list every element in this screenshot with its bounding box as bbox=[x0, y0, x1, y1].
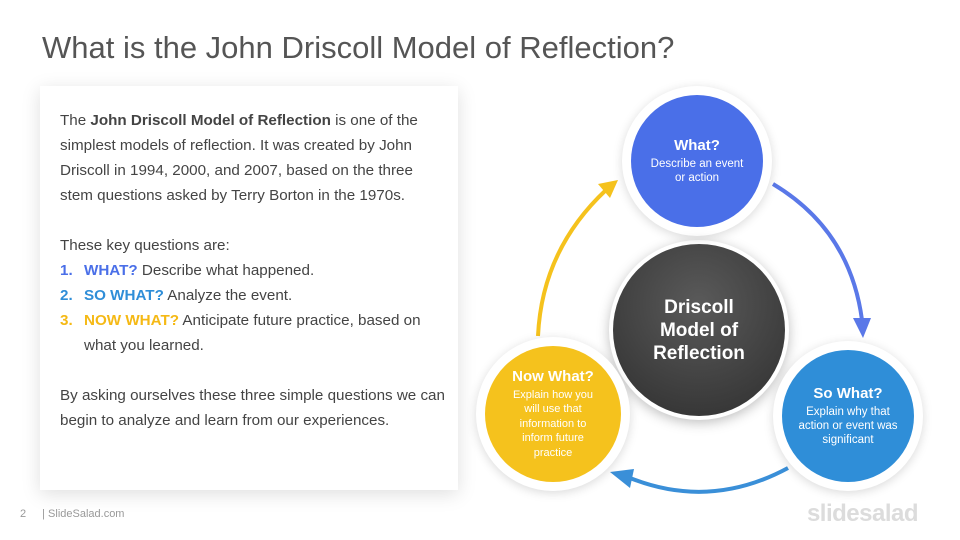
question-label: WHAT? bbox=[84, 262, 138, 279]
closing-paragraph: By asking ourselves these three simple q… bbox=[60, 387, 445, 429]
sowhat-title: So What? bbox=[813, 385, 883, 402]
question-text: Describe what happened. bbox=[137, 262, 315, 279]
question-2: 2. SO WHAT? Analyze the event. bbox=[60, 283, 445, 308]
text-card bbox=[40, 86, 458, 490]
question-1: 1. WHAT? Describe what happened. bbox=[60, 258, 445, 283]
center-title-line3: Reflection bbox=[653, 342, 745, 364]
nowhat-title: Now What? bbox=[512, 367, 594, 385]
question-number: 1. bbox=[60, 262, 73, 279]
arrowhead-nowhat-to-what bbox=[598, 180, 618, 198]
question-number: 2. bbox=[60, 287, 73, 304]
arrow-what-to-sowhat bbox=[771, 182, 864, 321]
arrowhead-what-to-sowhat bbox=[853, 318, 871, 338]
footer: 2 | SlideSalad.com bbox=[20, 508, 124, 520]
arrow-sowhat-to-nowhat bbox=[629, 466, 789, 494]
page-title: What is the John Driscoll Model of Refle… bbox=[42, 30, 675, 65]
question-label: SO WHAT? bbox=[84, 287, 164, 304]
questions-intro: These key questions are: bbox=[60, 237, 230, 254]
what-title: What? bbox=[674, 137, 720, 154]
what-node: What? Describe an event or action bbox=[631, 95, 763, 227]
question-text: Analyze the event. bbox=[163, 287, 293, 304]
what-desc: Describe an event or action bbox=[650, 158, 744, 184]
sowhat-desc: Explain why that action or event was sig… bbox=[798, 406, 898, 446]
brand-logo: slidesalad bbox=[806, 500, 919, 527]
nowhat-node: Now What? Explain how you will use that … bbox=[485, 346, 621, 482]
question-number: 3. bbox=[60, 312, 73, 329]
intro-pre: The bbox=[60, 112, 91, 129]
arrow-nowhat-to-what bbox=[536, 188, 608, 337]
center-title-line2: Model of bbox=[659, 319, 739, 341]
nowhat-desc: Explain how you will use that informatio… bbox=[512, 388, 594, 459]
question-3: 3. NOW WHAT? Anticipate future practice,… bbox=[60, 308, 445, 358]
question-text: Anticipate future practice, based on wha… bbox=[84, 312, 421, 354]
question-label: NOW WHAT? bbox=[84, 312, 180, 329]
center-title-line1: Driscoll bbox=[664, 296, 734, 318]
center-node: Driscoll Model of Reflection bbox=[613, 244, 785, 416]
cycle-arrows bbox=[536, 180, 871, 494]
footer-site: | SlideSalad.com bbox=[42, 508, 125, 520]
sowhat-node: So What? Explain why that action or even… bbox=[782, 350, 914, 482]
arrowhead-sowhat-to-nowhat bbox=[610, 469, 634, 488]
intro-bold: John Driscoll Model of Reflection bbox=[90, 112, 331, 129]
page-number: 2 bbox=[20, 508, 27, 520]
intro-post: is one of the simplest models of reflect… bbox=[60, 112, 418, 204]
body-text: The John Driscoll Model of Reflection is… bbox=[60, 108, 445, 433]
intro-paragraph: The John Driscoll Model of Reflection is… bbox=[60, 108, 445, 208]
